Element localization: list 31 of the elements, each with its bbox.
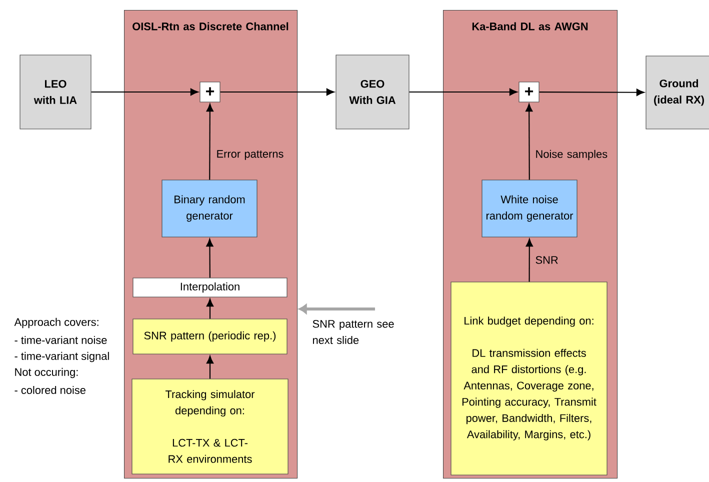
arrow [206,298,214,319]
generator-box: Binary random generator [162,180,258,238]
input-box: Link budget depending on: DL transmission effects and RF distortions (e.g. Antennas, Coverage zone, Pointing accuracy, Transmit power, Bandwidth, Filters, Availability, Margins, etc.) [450,282,608,476]
arrow [526,104,533,180]
terminal-box: LEO with LIA [20,54,92,130]
note-text: - time-variant signal [14,352,109,362]
edge-label: SNR [536,256,558,264]
terminal-box: GEO With GIA [336,54,410,130]
edge-label: Noise samples [536,150,608,160]
input-box: SNR pattern (periodic rep.) [132,318,288,354]
note-text: Approach covers: [14,318,98,328]
note-text: - colored noise [14,386,86,394]
process-box: Interpolation [132,278,288,298]
edge-label: Error patterns [217,150,284,160]
generator-box: White noise random generator [482,180,578,238]
arrow [91,88,198,96]
arrow [206,356,214,379]
arrow [298,304,375,314]
sum-node: + [518,82,540,102]
arrow [539,88,644,96]
note-text: SNR pattern see next slide [312,320,394,344]
arrow [220,88,334,96]
arrow [409,88,518,96]
input-box: Tracking simulator depending on: LCT-TX & LCT-RX environments [132,378,288,474]
sum-node: + [200,82,220,102]
arrow [206,238,214,278]
note-text: Not occuring: [15,368,78,378]
arrow [206,104,214,180]
arrow [526,238,533,282]
terminal-box: Ground (ideal RX) [646,56,709,130]
note-text: - time-variant noise [14,336,107,344]
